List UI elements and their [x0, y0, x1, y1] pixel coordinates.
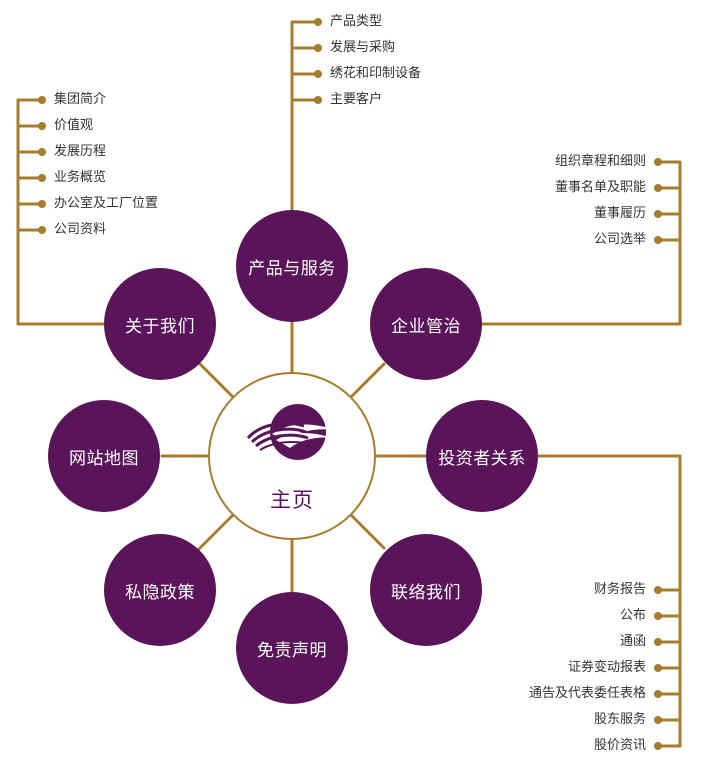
menu-item[interactable]: 公布: [620, 608, 662, 624]
bullet-dot-icon: [38, 96, 46, 104]
bullet-dot-icon: [38, 122, 46, 130]
menu-item[interactable]: 业务概览: [38, 170, 106, 186]
menu-item[interactable]: 证券变动报表: [568, 660, 662, 676]
bullet-dot-icon: [654, 210, 662, 218]
menu-item[interactable]: 公司选举: [594, 232, 662, 248]
bullet-dot-icon: [654, 742, 662, 750]
menu-item[interactable]: 绣花和印制设备: [314, 66, 421, 82]
node-investor-relations[interactable]: 投资者关系: [426, 400, 538, 512]
bullet-dot-icon: [314, 44, 322, 52]
node-corporate-governance[interactable]: 企业管治: [370, 268, 482, 380]
menu-item[interactable]: 公司资料: [38, 222, 106, 238]
bullet-dot-icon: [654, 586, 662, 594]
bullet-dot-icon: [38, 200, 46, 208]
menu-item[interactable]: 发展历程: [38, 144, 106, 160]
menu-item[interactable]: 发展与采购: [314, 40, 395, 56]
home-center[interactable]: 主页: [208, 372, 376, 540]
menu-item[interactable]: 通函: [620, 634, 662, 650]
bullet-dot-icon: [654, 638, 662, 646]
menu-item[interactable]: 组织章程和细则: [555, 154, 662, 170]
menu-item[interactable]: 通告及代表委任表格: [529, 686, 662, 702]
bullet-dot-icon: [38, 226, 46, 234]
bullet-dot-icon: [314, 96, 322, 104]
menu-item[interactable]: 董事名单及职能: [555, 180, 662, 196]
bullet-dot-icon: [654, 184, 662, 192]
bullet-dot-icon: [654, 690, 662, 698]
bullet-dot-icon: [38, 174, 46, 182]
menu-item[interactable]: 办公室及工厂位置: [38, 196, 158, 212]
menu-item[interactable]: 产品类型: [314, 14, 382, 30]
node-about-us[interactable]: 关于我们: [104, 268, 216, 380]
menu-item[interactable]: 价值观: [38, 118, 93, 134]
home-label: 主页: [270, 488, 314, 512]
bullet-dot-icon: [38, 148, 46, 156]
node-sitemap[interactable]: 网站地图: [48, 400, 160, 512]
bullet-dot-icon: [654, 158, 662, 166]
menu-item[interactable]: 股东服务: [594, 712, 662, 728]
menu-item[interactable]: 股价资讯: [594, 738, 662, 754]
bullet-dot-icon: [654, 612, 662, 620]
company-logo-icon: [246, 404, 338, 460]
bullet-dot-icon: [654, 716, 662, 724]
node-privacy-policy[interactable]: 私隐政策: [104, 534, 216, 646]
menu-item[interactable]: 集团简介: [38, 92, 106, 108]
bullet-dot-icon: [314, 70, 322, 78]
menu-item[interactable]: 董事履历: [594, 206, 662, 222]
bullet-dot-icon: [654, 664, 662, 672]
node-disclaimer[interactable]: 免责声明: [236, 592, 348, 704]
menu-item[interactable]: 主要客户: [314, 92, 382, 108]
node-contact-us[interactable]: 联络我们: [370, 534, 482, 646]
node-products-services[interactable]: 产品与服务: [236, 210, 348, 322]
bullet-dot-icon: [314, 18, 322, 26]
bullet-dot-icon: [654, 236, 662, 244]
menu-item[interactable]: 财务报告: [594, 582, 662, 598]
